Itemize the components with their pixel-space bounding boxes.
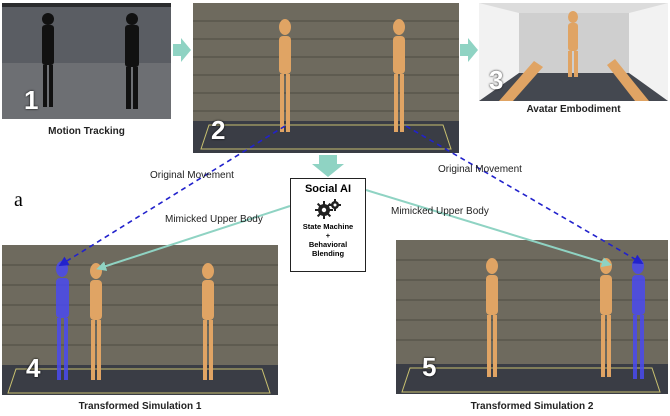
arrow-2-to-ai <box>312 155 344 177</box>
mimicked-left-label: Mimicked Upper Body <box>165 214 263 225</box>
figure-letter: a <box>14 189 23 211</box>
panel-number-2: 2 <box>211 115 226 145</box>
scene-render <box>193 19 459 153</box>
avatar-embodiment-caption: Avatar Embodiment <box>526 104 621 115</box>
motion-tracking-panel: 1 <box>2 3 171 119</box>
avatar-embodiment-panel: 3 <box>479 3 668 101</box>
social-ai-line-3: Behavioral <box>308 240 348 249</box>
social-ai-line-4: Blending <box>311 249 345 258</box>
sim2-panel: 5 <box>396 240 668 394</box>
panel-number-5: 5 <box>422 352 437 382</box>
mimicked-right-line <box>365 189 612 268</box>
panel-number-1: 1 <box>24 85 39 115</box>
sim1-caption: Transformed Simulation 1 <box>78 401 202 412</box>
mimicked-right-label: Mimicked Upper Body <box>391 206 489 217</box>
arrow-2-to-3 <box>460 38 478 62</box>
social-ai-line-1: State Machine <box>302 222 354 231</box>
gears-icon <box>315 199 341 219</box>
scene-panel: 2 <box>193 3 459 153</box>
social-ai-title: Social AI <box>304 183 352 195</box>
sim1-panel: 4 <box>2 245 278 395</box>
motion-tracking-caption: Motion Tracking <box>48 126 125 137</box>
motion-tracking-photo <box>2 3 171 119</box>
social-ai-line-2: + <box>325 231 331 240</box>
original-movement-left-label: Original Movement <box>150 170 234 181</box>
panel-number-3: 3 <box>489 65 504 95</box>
original-movement-right-label: Original Movement <box>438 164 522 175</box>
sim2-caption: Transformed Simulation 2 <box>470 401 594 412</box>
sim1-render <box>2 261 278 395</box>
arrow-1-to-2 <box>173 38 191 62</box>
original-movement-right-line <box>405 125 644 265</box>
social-ai-box: Social AI State Machine + Behavioral Ble… <box>290 178 366 272</box>
panel-number-4: 4 <box>26 353 41 383</box>
mimicked-left-line <box>96 205 291 271</box>
avatar-embodiment-render <box>479 3 668 101</box>
original-movement-left-line <box>58 125 286 267</box>
